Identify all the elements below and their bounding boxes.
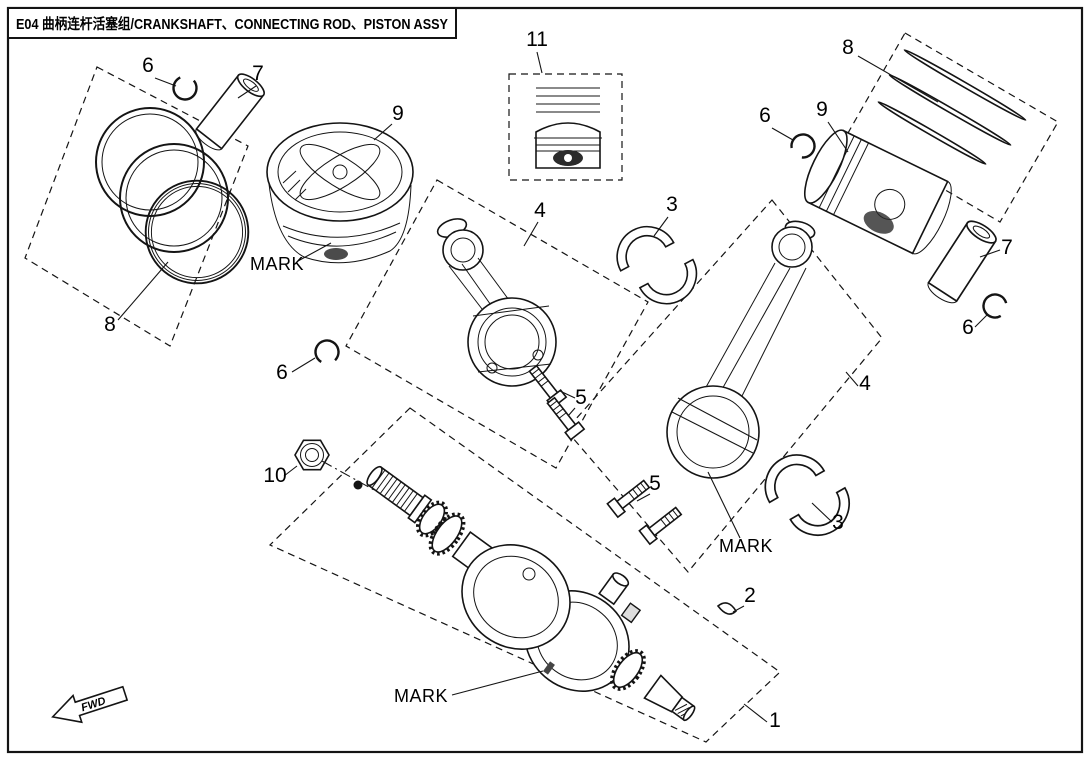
outline-crankshaft xyxy=(268,407,781,743)
callout-numbers: 6 7 9 11 8 6 9 3 4 7 6 8 6 5 4 10 5 3 2 … xyxy=(104,28,1013,732)
bearing-shells-lower xyxy=(752,437,862,553)
outline-piston-assy-detail xyxy=(508,73,623,181)
piston-rings-right xyxy=(877,49,1027,165)
callout-nut: 10 xyxy=(263,464,286,487)
connecting-rod-right xyxy=(666,220,816,479)
piston-right xyxy=(803,129,952,255)
mark-label-piston: MARK xyxy=(250,254,304,274)
callout-circlip-lower-left: 6 xyxy=(276,361,288,384)
mark-label-crankshaft: MARK xyxy=(394,686,448,706)
crankshaft-nut xyxy=(294,439,330,471)
mark-annotations: MARK MARK MARK xyxy=(250,254,773,706)
callout-piston-right: 9 xyxy=(816,98,828,121)
piston-assy-detail xyxy=(534,87,602,169)
page-border xyxy=(6,6,1084,754)
outline-piston-rings-right xyxy=(847,32,1059,223)
callout-circlip-top-left: 6 xyxy=(142,54,154,77)
group-outlines xyxy=(24,32,1059,743)
connecting-rod-center xyxy=(436,218,557,387)
callout-bolts-center: 5 xyxy=(575,386,587,409)
callout-bearing-lower: 3 xyxy=(832,511,844,534)
fwd-arrow: FWD xyxy=(51,685,129,724)
circlip-right-upper xyxy=(788,131,818,161)
mark-label-conrod: MARK xyxy=(719,536,773,556)
title-box: E04 曲柄连杆活塞组/CRANKSHAFT、CONNECTING ROD、PI… xyxy=(7,7,457,39)
circlip-top-left xyxy=(167,70,203,106)
woodruff-key xyxy=(716,602,738,615)
piston-left xyxy=(266,122,414,264)
callout-rings-left: 8 xyxy=(104,313,116,336)
outline-piston-rings-left xyxy=(24,66,249,347)
callout-conrod-center: 4 xyxy=(534,199,546,222)
circlip-right-lower xyxy=(978,289,1012,323)
callout-bolts-right: 5 xyxy=(649,472,661,495)
crankshaft xyxy=(366,465,696,722)
page-title: E04 曲柄连杆活塞组/CRANKSHAFT、CONNECTING ROD、PI… xyxy=(16,15,448,33)
outline-conrod-right xyxy=(565,199,883,573)
callout-rings-right: 8 xyxy=(842,36,854,59)
circlip-lower-left xyxy=(310,335,344,369)
leader-lines xyxy=(117,51,1001,723)
callout-crankshaft: 1 xyxy=(769,709,781,732)
callout-bearing-upper: 3 xyxy=(666,193,678,216)
callout-woodruff-key: 2 xyxy=(744,584,756,607)
callout-piston-left: 9 xyxy=(392,102,404,125)
callout-conrod-right: 4 xyxy=(859,372,871,395)
outline-conrod-left xyxy=(345,179,649,469)
piston-pin-right xyxy=(923,216,1001,308)
callout-circlip-right-lower: 6 xyxy=(962,316,974,339)
piston-rings-left xyxy=(95,107,250,285)
callout-piston-pin-left: 7 xyxy=(252,62,264,85)
bearing-shells-upper xyxy=(605,211,708,320)
callout-piston-assy-detail: 11 xyxy=(526,28,548,51)
callout-piston-pin-right: 7 xyxy=(1001,236,1013,259)
rod-bolts-right xyxy=(606,476,685,545)
callout-circlip-right-upper: 6 xyxy=(759,104,771,127)
